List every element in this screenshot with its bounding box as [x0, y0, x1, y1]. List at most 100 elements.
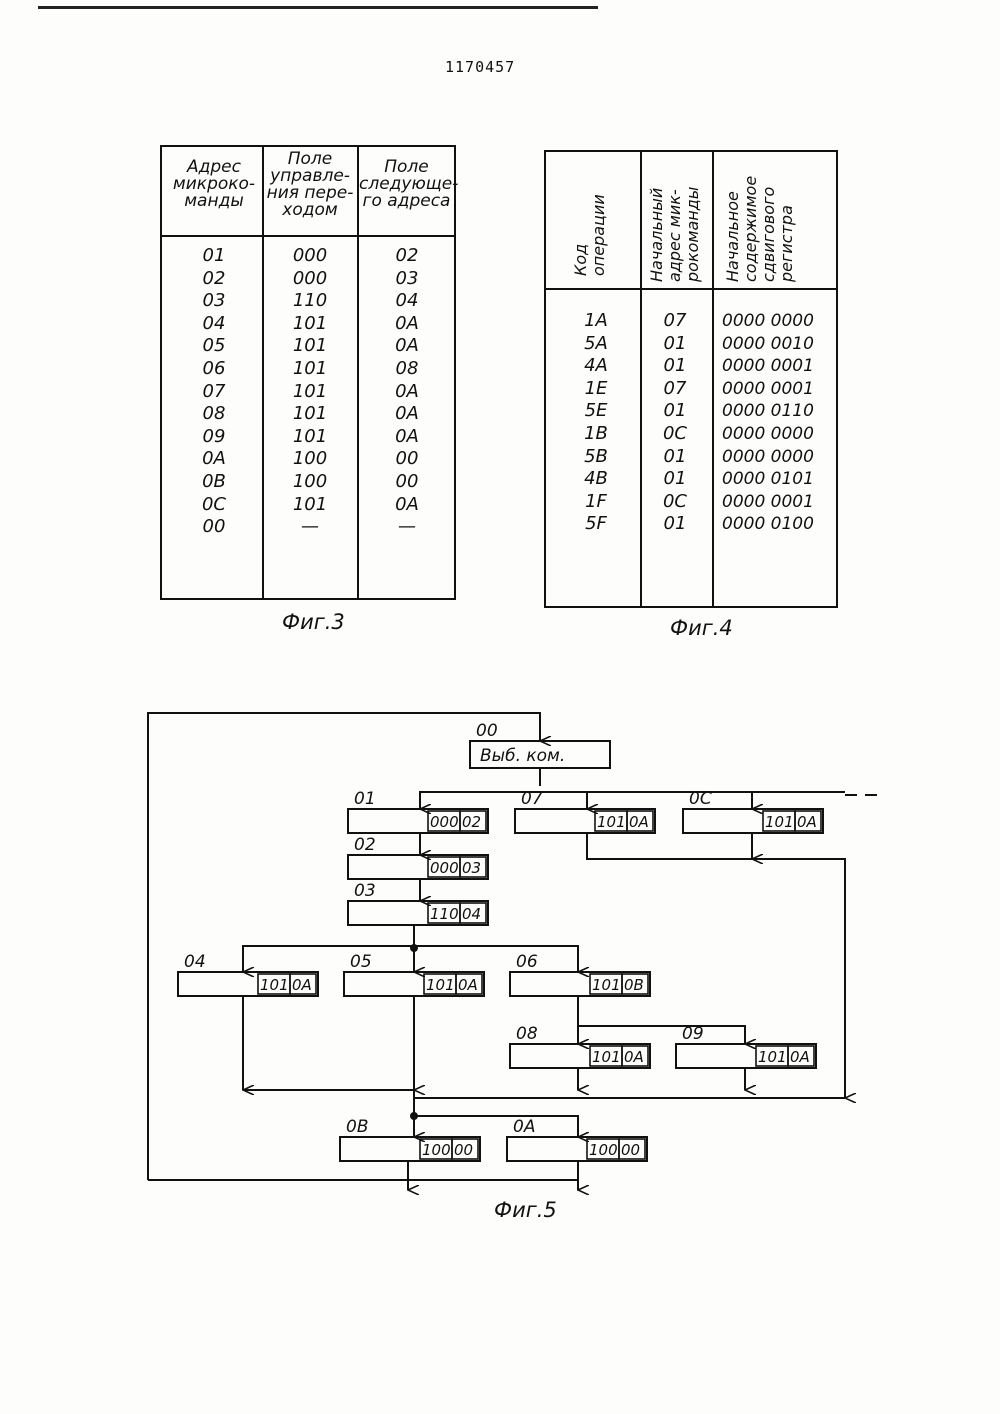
block-08-next-text: 0A: [624, 1048, 644, 1066]
fig4-start-cell: 01: [650, 513, 700, 536]
fig4-code-cell: 1E: [566, 378, 626, 401]
fig3-next-cell: 0A: [367, 426, 447, 449]
fig3-address-cell: 0C: [182, 494, 246, 517]
block-07-label: 07: [521, 789, 543, 809]
block-07-next-text: 0A: [629, 813, 649, 831]
fig3-control-cell: 110: [270, 290, 350, 313]
block-0B-ctrl-text: 100: [422, 1141, 451, 1159]
block-03-label: 03: [354, 881, 376, 901]
fig3-next-cell: 03: [367, 268, 447, 291]
fig3-header-address-text: Адрес микроко- манды: [173, 157, 255, 211]
fig4-col-code: 1A5A4A1E5E1B5B4B1F5F: [566, 310, 626, 536]
fig3-control-cell: —: [270, 516, 350, 539]
fig3-address-cell: 07: [182, 381, 246, 404]
fig3-header-address: Адрес микроко- манды: [166, 159, 262, 210]
fig3-control-cell: 101: [270, 313, 350, 336]
fig3-header-control: Поле управле- ния пере- ходом: [264, 151, 356, 219]
fig3-control-cell: 101: [270, 381, 350, 404]
block-03-next-text: 04: [462, 905, 481, 923]
block-0B-next-text: 00: [454, 1141, 473, 1159]
fig4-register-cell: 0000 0001: [722, 355, 834, 378]
fig4-start-cell: 07: [650, 310, 700, 333]
fig4-header-code-text: Код операции: [572, 166, 608, 276]
fig4-header-divider: [546, 288, 836, 290]
fig4-code-cell: 4A: [566, 355, 626, 378]
block-04-ctrl-text: 101: [260, 976, 289, 994]
fig4-register-cell: 0000 0001: [722, 378, 834, 401]
fig4-code-cell: 5E: [566, 400, 626, 423]
fig4-col-register: 0000 00000000 00100000 00010000 00010000…: [722, 310, 834, 536]
fig4-header-register-text: Начальное содержимое сдвигового регистра: [724, 158, 796, 282]
fig4-header-code: Код операции: [572, 166, 608, 276]
block-06-next-text: 0B: [624, 976, 644, 994]
block-0A-next-text: 00: [621, 1141, 640, 1159]
block-0C-next-text: 0A: [797, 813, 817, 831]
block-06-label: 06: [516, 952, 538, 972]
block-09-label: 09: [682, 1024, 704, 1044]
fig3-next-cell: 0A: [367, 335, 447, 358]
fig3-col-next: 0203040A0A080A0A0A00000A—: [367, 245, 447, 539]
block-05-next-text: 0A: [458, 976, 478, 994]
fig4-register-cell: 0000 0100: [722, 513, 834, 536]
fig3-header-divider: [162, 235, 454, 237]
block-06-ctrl-text: 101: [592, 976, 621, 994]
fig3-col-address: 0102030405060708090A0B0C00: [182, 245, 246, 539]
fig5-caption: Фиг.5: [494, 1198, 557, 1222]
fig4-table: Код операции Начальный адрес мик- рокома…: [544, 150, 838, 608]
fig3-table: Адрес микроко- манды Поле управле- ния п…: [160, 145, 456, 600]
fig4-header-register: Начальное содержимое сдвигового регистра: [724, 158, 796, 282]
fig4-register-cell: 0000 0010: [722, 333, 834, 356]
fig4-code-cell: 4B: [566, 468, 626, 491]
fig4-header-start: Начальный адрес мик- рокоманды: [648, 158, 702, 282]
fig4-register-cell: 0000 0110: [722, 400, 834, 423]
fig4-start-cell: 0C: [650, 423, 700, 446]
fig3-next-cell: 00: [367, 448, 447, 471]
to-0A: [414, 1116, 578, 1137]
block-08-label: 08: [516, 1024, 538, 1044]
fig4-start-cell: 07: [650, 378, 700, 401]
block-0C-ctrl-text: 101: [765, 813, 794, 831]
fig4-code-cell: 1A: [566, 310, 626, 333]
fig3-address-cell: 06: [182, 358, 246, 381]
fig4-start-cell: 01: [650, 446, 700, 469]
fig4-header-start-text: Начальный адрес мик- рокоманды: [648, 158, 702, 282]
fig3-next-cell: 0A: [367, 381, 447, 404]
fig3-next-cell: 08: [367, 358, 447, 381]
fig4-code-cell: 5A: [566, 333, 626, 356]
fig4-register-cell: 0000 0000: [722, 446, 834, 469]
fig3-address-cell: 03: [182, 290, 246, 313]
fig3-next-cell: 0A: [367, 313, 447, 336]
block-01-next-text: 02: [462, 813, 481, 831]
fig4-start-cell: 01: [650, 400, 700, 423]
top-rule: [38, 6, 598, 9]
block-0B-label: 0B: [346, 1117, 368, 1137]
fig3-header-next: Поле следующе- го адреса: [359, 159, 454, 210]
block-05-ctrl-text: 101: [426, 976, 455, 994]
fig3-control-cell: 100: [270, 471, 350, 494]
fig3-header-next-text: Поле следующе- го адреса: [359, 157, 458, 211]
dispatch-bus: [420, 792, 845, 808]
fig3-next-cell: 02: [367, 245, 447, 268]
fig4-register-cell: 0000 0101: [722, 468, 834, 491]
fig3-address-cell: 01: [182, 245, 246, 268]
fig4-register-cell: 0000 0000: [722, 423, 834, 446]
fig3-address-cell: 05: [182, 335, 246, 358]
fig4-start-cell: 01: [650, 355, 700, 378]
block-0A-label: 0A: [513, 1117, 535, 1137]
block-0C-label: 0C: [689, 789, 712, 809]
block-04-label: 04: [184, 952, 206, 972]
fig3-address-cell: 0B: [182, 471, 246, 494]
fig3-next-cell: 04: [367, 290, 447, 313]
fig4-code-cell: 1B: [566, 423, 626, 446]
patent-number: 1170457: [445, 58, 515, 76]
fig4-register-cell: 0000 0001: [722, 491, 834, 514]
block-03-ctrl-text: 110: [430, 905, 459, 923]
fig3-header-control-text: Поле управле- ния пере- ходом: [267, 149, 354, 220]
fig3-control-cell: 000: [270, 268, 350, 291]
fig4-start-cell: 0C: [650, 491, 700, 514]
fig4-code-cell: 1F: [566, 491, 626, 514]
fig3-next-cell: 0A: [367, 494, 447, 517]
fig3-control-cell: 100: [270, 448, 350, 471]
fig3-col-divider: [357, 147, 359, 598]
fig4-code-cell: 5B: [566, 446, 626, 469]
